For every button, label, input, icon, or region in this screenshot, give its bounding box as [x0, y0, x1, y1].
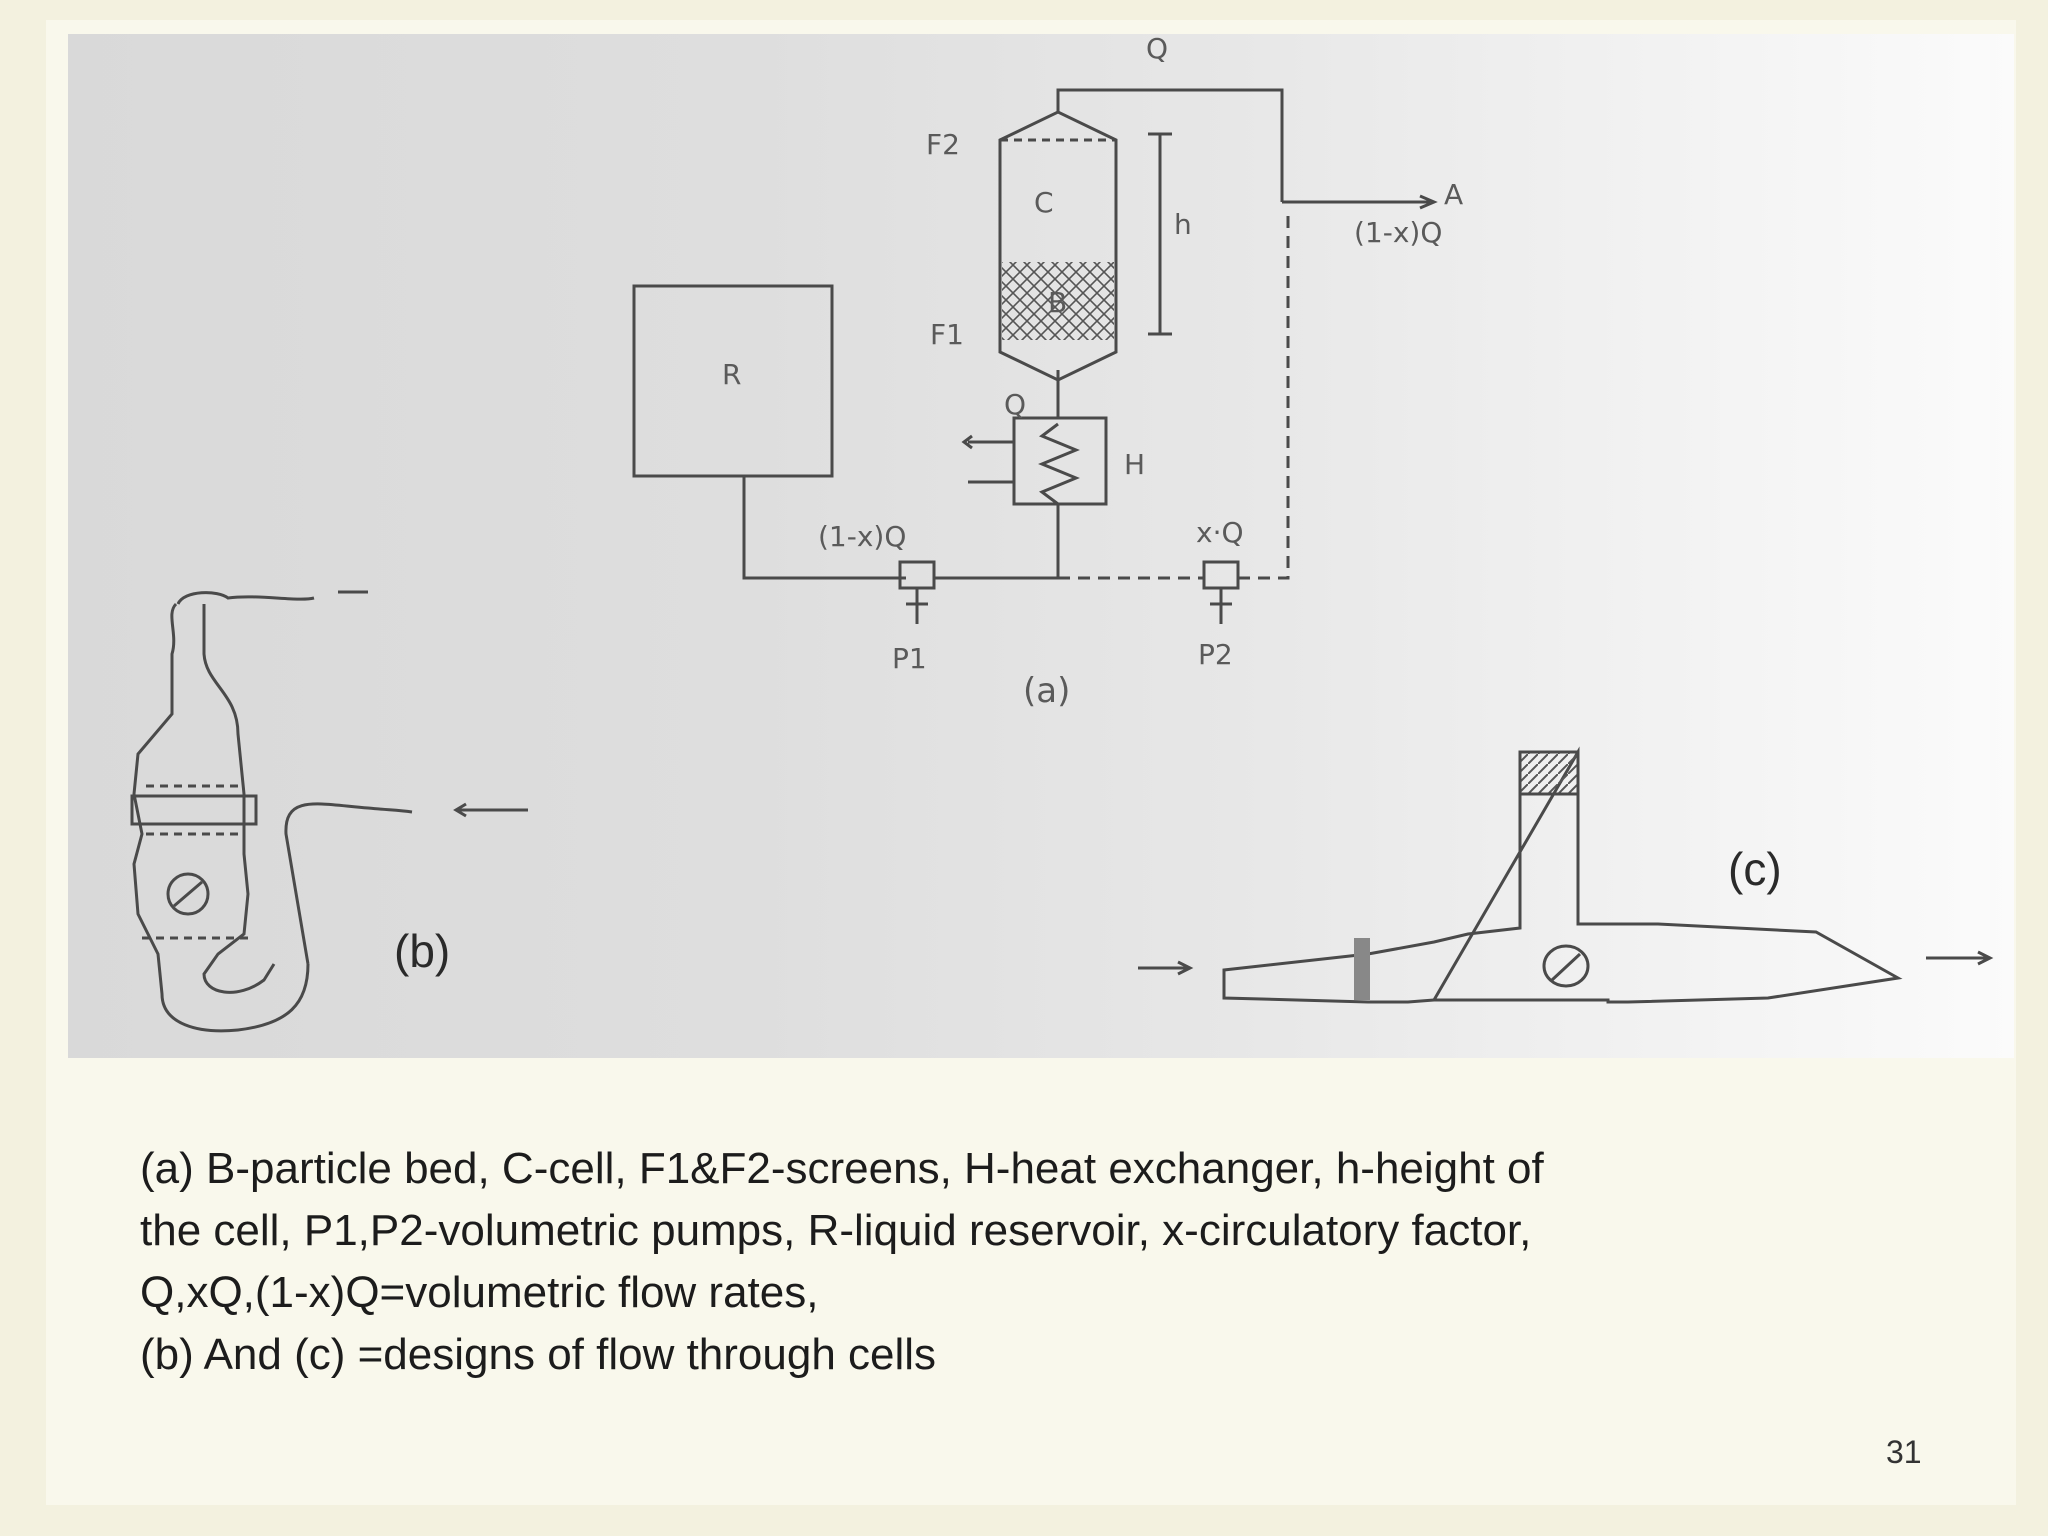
- cell-b-valve: [166, 872, 210, 916]
- cell-b-left-wall: [132, 602, 310, 1033]
- recycle-return-line: [1238, 214, 1290, 580]
- cell-c-outlet-arrow: [1926, 950, 1994, 966]
- pump-p1: [898, 560, 936, 590]
- label-r: R: [722, 358, 741, 391]
- cell-b-valve-slash: [173, 880, 203, 908]
- cell-c-filter: [1354, 938, 1370, 1000]
- pump-p2-stem: [1210, 588, 1232, 624]
- label-p2: P2: [1198, 638, 1233, 671]
- pump-p2: [1202, 560, 1240, 590]
- cell-b-clamp: [130, 794, 258, 826]
- label-one-minus-xq-right: (1-x)Q: [1354, 216, 1442, 249]
- cell-b-top-tube: [176, 591, 315, 605]
- panel-b-label: (b): [394, 925, 451, 977]
- heat-exchanger-coil: [1038, 422, 1080, 506]
- cell-c-inlet-arrow: [1138, 960, 1194, 976]
- diagram-drawing: Q F2 C h B F1 R Q H (1-x)Q x·Q P1 P2 (a)…: [130, 34, 1994, 1033]
- pump-p1-stem: [906, 588, 928, 624]
- label-a-out: A: [1444, 178, 1463, 211]
- label-q-top: Q: [1146, 34, 1168, 65]
- label-q-mid: Q: [1004, 388, 1026, 421]
- cell-c-top-wall: [1222, 752, 1522, 1004]
- particle-bed-b: [1002, 262, 1114, 340]
- caption-line-4: (b) And (c) =designs of flow through cel…: [140, 1330, 937, 1379]
- diagram-a-labels: Q F2 C h B F1 R Q H (1-x)Q x·Q P1 P2 (a)…: [722, 34, 1463, 711]
- diagram-b: [130, 590, 528, 1033]
- diagram-photo: Q F2 C h B F1 R Q H (1-x)Q x·Q P1 P2 (a)…: [68, 34, 2014, 1058]
- top-outlet-line: [1056, 88, 1284, 202]
- height-marker: [1148, 132, 1172, 336]
- heat-exchanger-ports: [968, 440, 1014, 484]
- caption-line-2: the cell, P1,P2-volumetric pumps, R-liqu…: [140, 1206, 1532, 1255]
- hx-port-arrow: [961, 434, 973, 450]
- caption-line-1: (a) B-particle bed, C-cell, F1&F2-screen…: [140, 1144, 1544, 1193]
- label-xq: x·Q: [1196, 516, 1244, 549]
- label-f1: F1: [930, 318, 964, 351]
- page-number: 31: [1886, 1434, 1922, 1470]
- caption-line-3: Q,xQ,(1-x)Q=volumetric flow rates,: [140, 1268, 819, 1317]
- cell-b-side-tube: [284, 802, 413, 965]
- label-p1: P1: [892, 642, 927, 675]
- panel-c-label: (c): [1728, 843, 1782, 895]
- cell-c-cap: [1518, 750, 1580, 796]
- reservoir-box: [632, 284, 834, 478]
- cell-b-inlet-arrow: [453, 802, 528, 818]
- cell-b-screens: [142, 784, 248, 940]
- label-heat-exchanger: H: [1124, 448, 1145, 481]
- label-h-small: h: [1174, 208, 1192, 241]
- figure-caption: (a) B-particle bed, C-cell, F1&F2-screen…: [140, 1138, 1900, 1386]
- outlet-a-arrow: [1419, 194, 1438, 210]
- label-b: B: [1048, 286, 1067, 319]
- reservoir-line: [742, 476, 906, 580]
- heat-exchanger-box: [1012, 416, 1108, 506]
- label-c: C: [1034, 186, 1054, 219]
- label-f2: F2: [926, 128, 960, 161]
- diagram-a: [632, 88, 1438, 624]
- cell-b-right-wall: [202, 604, 276, 994]
- diagram-c: [1138, 746, 1994, 1004]
- cell-c-valve: [1542, 944, 1590, 988]
- label-a: (a): [1023, 671, 1070, 711]
- label-one-minus-xq-left: (1-x)Q: [818, 520, 906, 553]
- cell-c-valve-slash: [1550, 952, 1582, 982]
- cell-c-body: [1431, 746, 1903, 1004]
